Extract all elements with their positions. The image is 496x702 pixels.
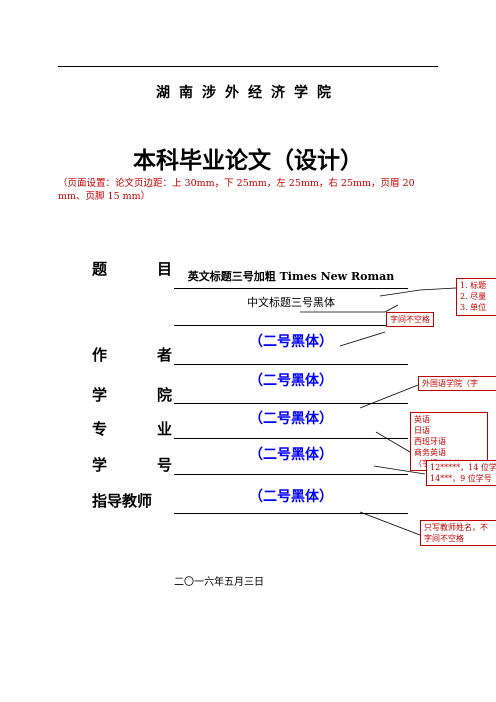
note-student-id[interactable]: 12*****，14 位学 14***，9 位学号 bbox=[426, 460, 496, 486]
label-major: 专业 bbox=[92, 420, 172, 438]
label-author: 作者 bbox=[92, 346, 172, 364]
page-setup-note: （页面设置：论文页边距：上 30mm，下 25mm，左 25mm，右 25mm，… bbox=[58, 178, 415, 202]
underline-college bbox=[174, 403, 408, 404]
thesis-title: 本科毕业论文（设计） bbox=[133, 148, 363, 174]
advisor-field[interactable]: （二号黑体） bbox=[249, 489, 333, 505]
underline-advisor bbox=[174, 513, 408, 514]
note-title-rules[interactable]: 1. 标题 2. 尽量 3. 单位 bbox=[456, 278, 496, 316]
note-no-space[interactable]: 字间不空格 bbox=[386, 312, 434, 327]
note-advisor[interactable]: 只写教师姓名，不 字间不空格 bbox=[420, 520, 496, 546]
underline-author bbox=[174, 364, 408, 365]
title-cn-field[interactable]: 中文标题三号黑体 bbox=[247, 296, 335, 309]
underline-title-en bbox=[174, 288, 408, 289]
college-field[interactable]: （二号黑体） bbox=[249, 373, 333, 389]
label-topic: 题目 bbox=[92, 260, 172, 278]
top-rule bbox=[58, 66, 438, 67]
underline-student-id bbox=[174, 474, 408, 475]
major-field[interactable]: （二号黑体） bbox=[249, 411, 333, 427]
note-college[interactable]: 外国语学院（字 bbox=[418, 376, 496, 391]
underline-major bbox=[174, 438, 408, 439]
student-id-field[interactable]: （二号黑体） bbox=[249, 447, 333, 463]
title-en-field[interactable]: 英文标题三号加粗 Times New Roman bbox=[187, 270, 395, 283]
label-college: 学院 bbox=[92, 386, 172, 404]
label-advisor: 指导教师 bbox=[92, 492, 153, 510]
submission-date: 二〇一六年五月三日 bbox=[174, 577, 264, 588]
school-name: 湖南涉外经济学院 bbox=[156, 85, 340, 101]
underline-title-cn bbox=[174, 325, 408, 326]
label-student-id: 学号 bbox=[92, 456, 172, 474]
author-field[interactable]: （二号黑体） bbox=[249, 334, 333, 350]
